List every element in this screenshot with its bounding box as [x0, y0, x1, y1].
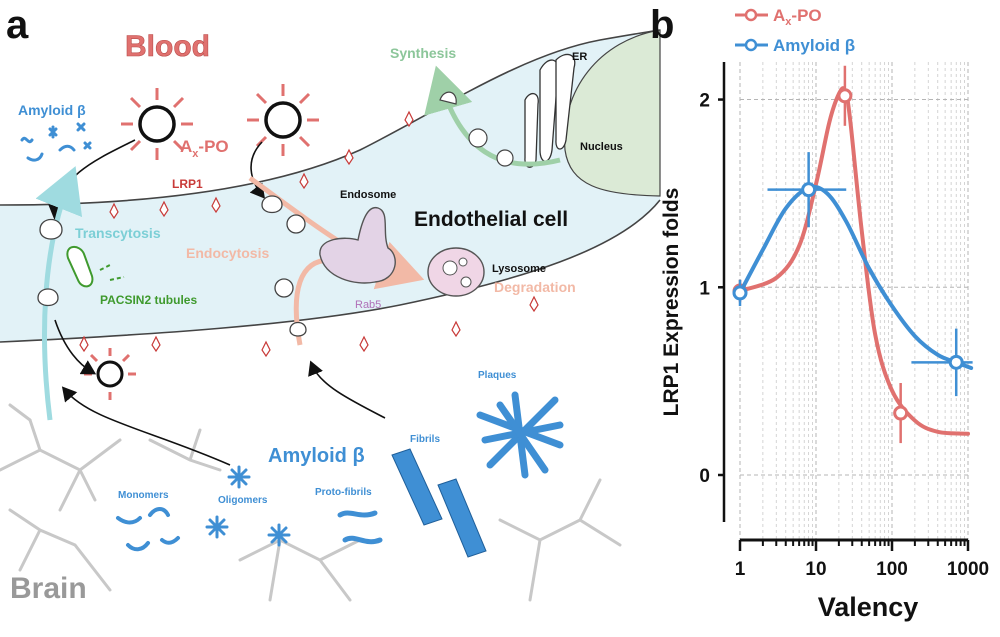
- nucleus-label: Nucleus: [580, 141, 623, 153]
- panel-a: a Nucleus ER Synthesis Blood: [0, 3, 661, 605]
- protofibril-shapes: [337, 510, 383, 545]
- chart-grid: [739, 62, 969, 540]
- endothelial-cell-label: Endothelial cell: [414, 208, 568, 231]
- data-point: [801, 182, 817, 198]
- data-point: [732, 285, 748, 301]
- y-tick-label: 1: [699, 278, 710, 299]
- fibrils-label: Fibrils: [410, 434, 440, 445]
- oligomer-shapes: [205, 465, 291, 547]
- y-tick-label: 2: [699, 91, 710, 112]
- rab5-label: Rab5: [355, 299, 381, 311]
- y-axis-label: LRP1 Expression folds: [660, 188, 683, 417]
- amyloid-top-fragments: [20, 122, 92, 162]
- x-tick-label: 1000: [947, 559, 989, 580]
- axpo-particle-brain: [84, 348, 136, 400]
- nucleus-shape: [564, 29, 661, 197]
- x-axis-label: Valency: [818, 592, 919, 622]
- panel-letter-a: a: [6, 3, 29, 47]
- data-point: [893, 405, 909, 421]
- axpo-particle-2: [247, 84, 319, 156]
- arrow-particle2-to-membrane: [249, 141, 265, 199]
- apical-membrane: [0, 29, 661, 206]
- pacsin2-label: PACSIN2 tubules: [100, 293, 197, 307]
- endothelial-cell-body: [0, 30, 660, 342]
- pacsin2-tubule: [66, 246, 125, 288]
- chart-axes: 0 1 2 1 10 100 1000: [699, 62, 989, 580]
- legend-label-axpo: Ax-PO: [773, 6, 822, 28]
- protofibrils-label: Proto-fibrils: [315, 487, 372, 498]
- transcytosis-vesicles: [37, 218, 63, 307]
- legend-label-amyloid: Amyloid β: [773, 36, 855, 55]
- axpo-label: Ax-PO: [180, 137, 229, 160]
- endocytosis-label: Endocytosis: [186, 245, 269, 261]
- fibril-shapes: [391, 448, 487, 558]
- lysosome-label: Lysosome: [492, 263, 546, 275]
- x-tick-label: 10: [805, 559, 826, 580]
- endosome-shape: [319, 206, 396, 284]
- data-point: [837, 88, 853, 104]
- x-tick-label: 100: [876, 559, 908, 580]
- endocytic-vesicles: [261, 195, 307, 337]
- er-shape: [524, 53, 576, 168]
- arrow-to-brain-particle: [54, 319, 97, 375]
- legend-item-amyloid: Amyloid β: [735, 36, 855, 55]
- synthesis-arrow: [424, 65, 561, 167]
- y-tick-label: 0: [699, 466, 710, 487]
- degradation-label: Degradation: [494, 279, 576, 295]
- lrp1-receptors: [79, 110, 539, 358]
- arrow-plaques-to-membrane: [308, 360, 386, 419]
- blood-label: Blood: [125, 30, 210, 63]
- x-tick-label: 1: [735, 559, 746, 580]
- neuron-outlines: [0, 403, 622, 602]
- transcytosis-label: Transcytosis: [75, 225, 161, 241]
- lysosome-shape: [427, 247, 485, 297]
- legend: Ax-PO Amyloid β: [735, 6, 855, 55]
- arrow-brain-to-membrane-left: [61, 386, 231, 466]
- data-point: [948, 354, 964, 370]
- series-curve: [738, 184, 974, 370]
- synthesis-vesicles: [439, 91, 514, 167]
- amyloid-bottom-label: Amyloid β: [268, 445, 365, 467]
- panel-letter-b: b: [650, 3, 674, 47]
- brain-label: Brain: [10, 572, 87, 605]
- endosome-label: Endosome: [340, 189, 396, 201]
- er-label: ER: [572, 51, 587, 63]
- axpo-particle-1: [121, 88, 193, 160]
- legend-item-axpo: Ax-PO: [735, 6, 822, 28]
- chart-series: [732, 65, 974, 444]
- basal-membrane: [0, 199, 661, 343]
- amyloid-top-label: Amyloid β: [18, 102, 86, 118]
- plaque-shape: [476, 391, 564, 479]
- series-1: [732, 152, 974, 397]
- lrp1-label: LRP1: [172, 177, 203, 191]
- series-0: [732, 65, 970, 444]
- synthesis-label: Synthesis: [390, 45, 456, 61]
- plaques-label: Plaques: [478, 370, 517, 381]
- oligomers-label: Oligomers: [218, 495, 268, 506]
- monomers-label: Monomers: [118, 490, 169, 501]
- monomer-shapes: [116, 507, 180, 552]
- series-curve: [738, 86, 970, 436]
